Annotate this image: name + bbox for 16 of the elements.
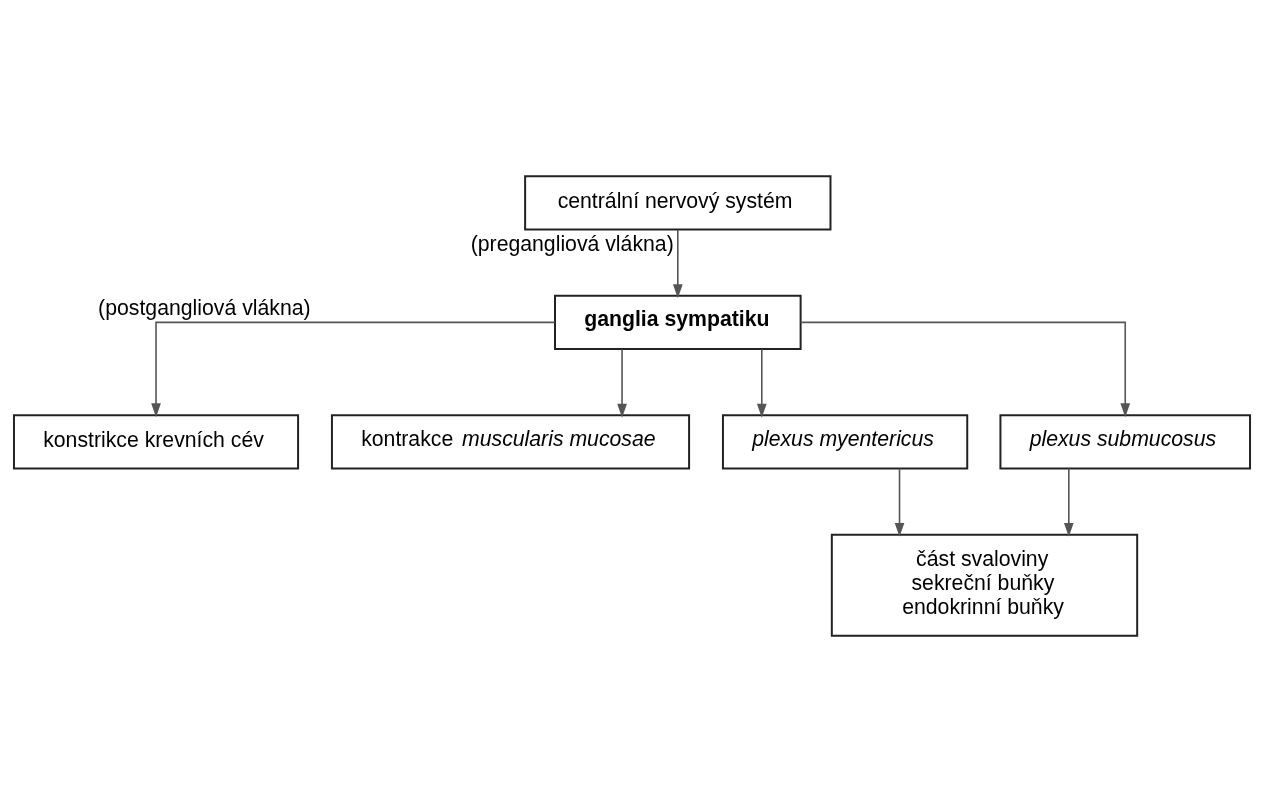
- arrow: [756, 348, 767, 418]
- arrow: [151, 321, 556, 417]
- node-box: konstrikce krevních cév: [12, 413, 300, 469]
- arrow: [894, 467, 905, 537]
- node-box: ganglia sympatiku: [554, 294, 802, 350]
- arrow: [799, 321, 1131, 417]
- node-box: plexus submucosus: [999, 413, 1252, 469]
- arrow: [1063, 467, 1074, 537]
- node-box: centrální nervový systém: [524, 174, 832, 230]
- edge-label: (pregangliová vlákna): [470, 231, 674, 256]
- edge-label: (postgangliová vlákna): [98, 295, 311, 320]
- node-box: kontrakce muscularis mucosae: [330, 413, 691, 469]
- arrow: [617, 348, 627, 418]
- node-box: plexus myentericus: [721, 413, 969, 469]
- node-box: část svaloviny sekreční buňky endokrinní buňky: [830, 533, 1139, 637]
- arrow: [672, 228, 683, 298]
